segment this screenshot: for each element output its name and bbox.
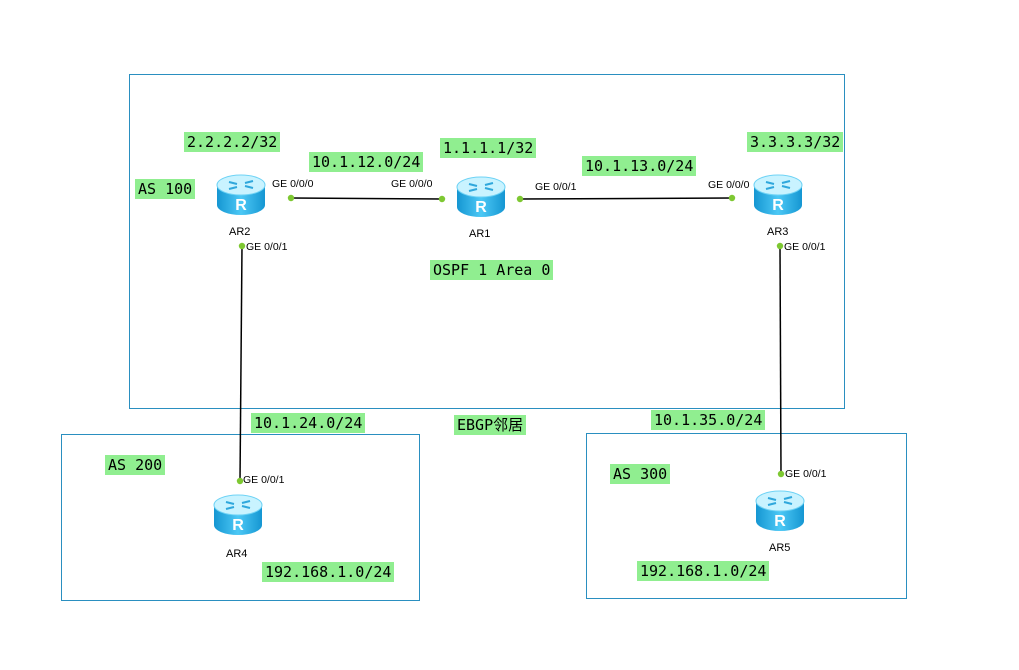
router-icon[interactable] (752, 172, 804, 218)
router-icon[interactable] (754, 488, 806, 534)
subnet-label-ar3-ar5: 10.1.35.0/24 (651, 410, 766, 430)
router-icon[interactable] (212, 492, 264, 538)
as-label-100: AS 100 (135, 179, 196, 199)
loopback-label-ar3: 3.3.3.3/32 (747, 132, 844, 152)
as-label-200: AS 200 (105, 455, 166, 475)
port-dot-ar4-ge001 (236, 477, 244, 485)
port-label-ar4-ge001: GE 0/0/1 (243, 474, 285, 486)
port-label-ar1-ge000: GE 0/0/0 (391, 178, 433, 190)
port-label-ar1-ge001: GE 0/0/1 (535, 181, 577, 193)
router-icon[interactable] (215, 172, 267, 218)
port-dot-ar3-ge001 (776, 242, 784, 250)
subnet-label-ar2-ar1: 10.1.12.0/24 (309, 152, 424, 172)
as300-box (586, 433, 907, 599)
port-label-ar2-ge001: GE 0/0/1 (246, 241, 288, 253)
router-name-ar3: AR3 (767, 226, 789, 238)
loopback-label-ar1: 1.1.1.1/32 (440, 138, 537, 158)
port-dot-ar3-ge000 (728, 194, 736, 202)
link-ar1-ar3[interactable] (519, 197, 733, 200)
network-label-ar5: 192.168.1.0/24 (637, 561, 770, 581)
as-label-300: AS 300 (610, 464, 671, 484)
port-dot-ar1-ge000 (438, 195, 446, 203)
router-name-ar1: AR1 (469, 228, 491, 240)
ebgp-neighbor-label: EBGP邻居 (454, 415, 527, 435)
port-dot-ar2-ge000 (287, 194, 295, 202)
router-icon[interactable] (455, 174, 507, 220)
loopback-label-ar2: 2.2.2.2/32 (184, 132, 281, 152)
link-ar3-ar5[interactable] (779, 245, 782, 475)
subnet-label-ar1-ar3: 10.1.13.0/24 (582, 156, 697, 176)
port-label-ar5-ge001: GE 0/0/1 (785, 468, 827, 480)
link-ar2-ar4[interactable] (239, 245, 243, 482)
port-label-ar3-ge001: GE 0/0/1 (784, 241, 826, 253)
as100-box (129, 74, 845, 409)
port-dot-ar1-ge001 (516, 195, 524, 203)
port-dot-ar5-ge001 (777, 470, 785, 478)
router-name-ar4: AR4 (226, 548, 248, 560)
port-dot-ar2-ge001 (238, 242, 246, 250)
port-label-ar3-ge000: GE 0/0/0 (708, 179, 750, 191)
router-name-ar2: AR2 (229, 226, 251, 238)
router-name-ar5: AR5 (769, 542, 791, 554)
port-label-ar2-ge000: GE 0/0/0 (272, 178, 314, 190)
link-ar2-ar1[interactable] (290, 197, 443, 200)
subnet-label-ar2-ar4: 10.1.24.0/24 (251, 413, 366, 433)
network-label-ar4: 192.168.1.0/24 (262, 562, 395, 582)
ospf-area-label: OSPF 1 Area 0 (430, 260, 554, 280)
